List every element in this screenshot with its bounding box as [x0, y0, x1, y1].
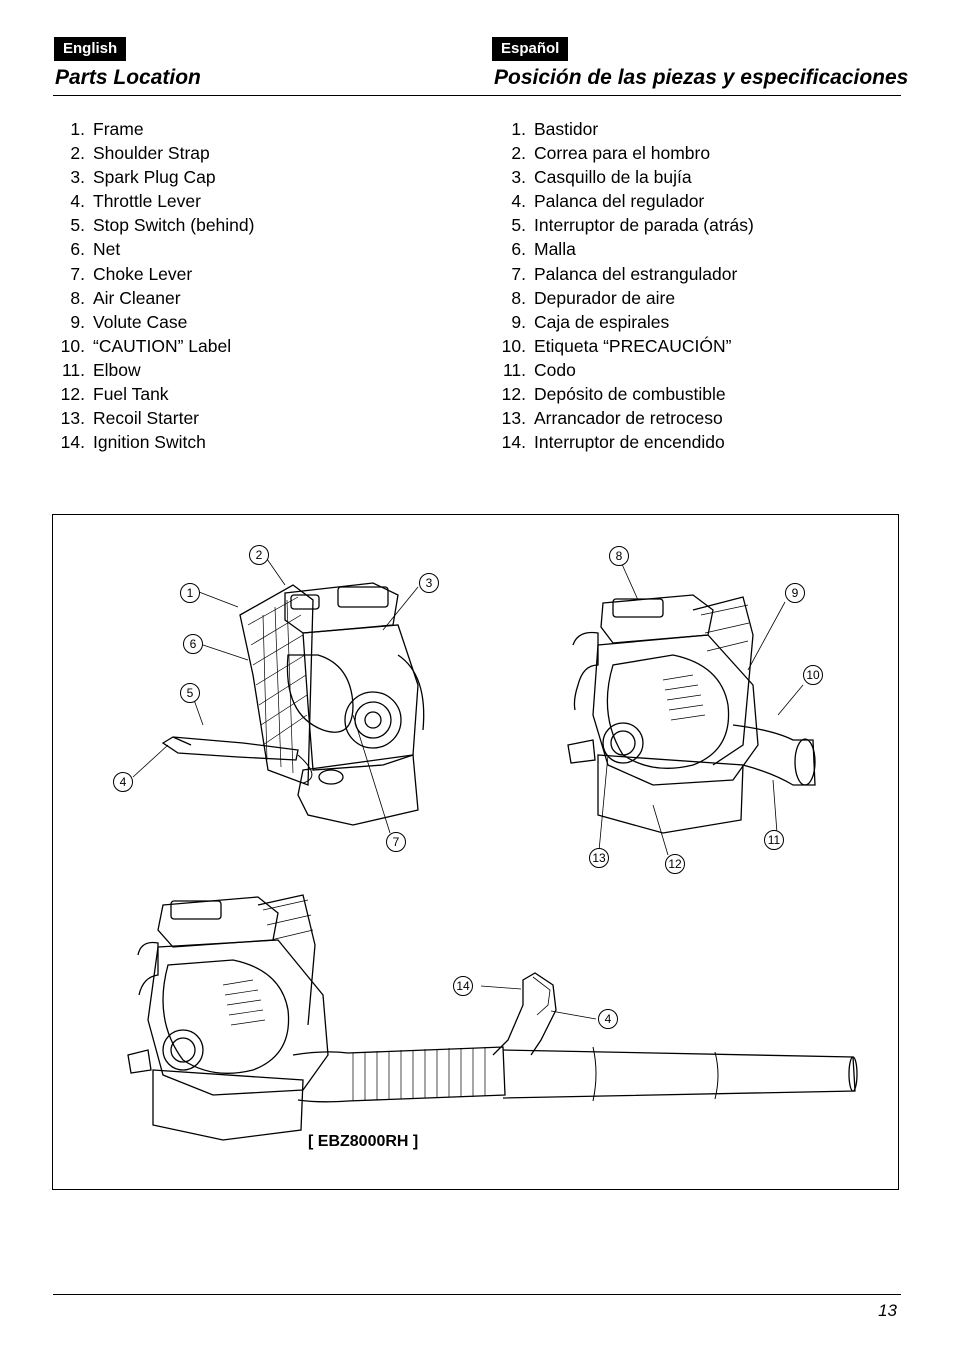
callout-7: 7: [386, 832, 406, 852]
callout-5: 5: [180, 683, 200, 703]
callout-10: 10: [803, 665, 823, 685]
parts-location-figure: 1 2 3 4 5 6 7 8 9 10 11 12 13 14 4 [ EBZ…: [52, 514, 899, 1190]
callout-6: 6: [183, 634, 203, 654]
page-number: 13: [878, 1301, 897, 1320]
language-tag-spanish: Español: [492, 37, 569, 61]
blower-with-tube-view: [127, 894, 858, 1141]
callout-12: 12: [665, 854, 685, 874]
callout-14: 14: [453, 976, 473, 996]
callout-2: 2: [249, 545, 269, 565]
blower-rear-view: [132, 558, 425, 834]
blower-front-view: [567, 561, 816, 856]
callout-4: 4: [113, 772, 133, 792]
callout-11: 11: [764, 830, 784, 850]
header-divider: [53, 95, 901, 96]
callout-13: 13: [589, 848, 609, 868]
callout-4b: 4: [598, 1009, 618, 1029]
model-label: [ EBZ8000RH ]: [308, 1133, 419, 1150]
section-heading-spanish: Posición de las piezas y especificacione…: [494, 66, 909, 89]
callout-1: 1: [180, 583, 200, 603]
callout-8: 8: [609, 546, 629, 566]
callout-9: 9: [785, 583, 805, 603]
section-heading-english: Parts Location: [55, 66, 201, 89]
footer-divider: [53, 1294, 901, 1295]
blower-illustration: [127, 558, 858, 1141]
language-tag-english: English: [54, 37, 127, 61]
callout-3: 3: [419, 573, 439, 593]
